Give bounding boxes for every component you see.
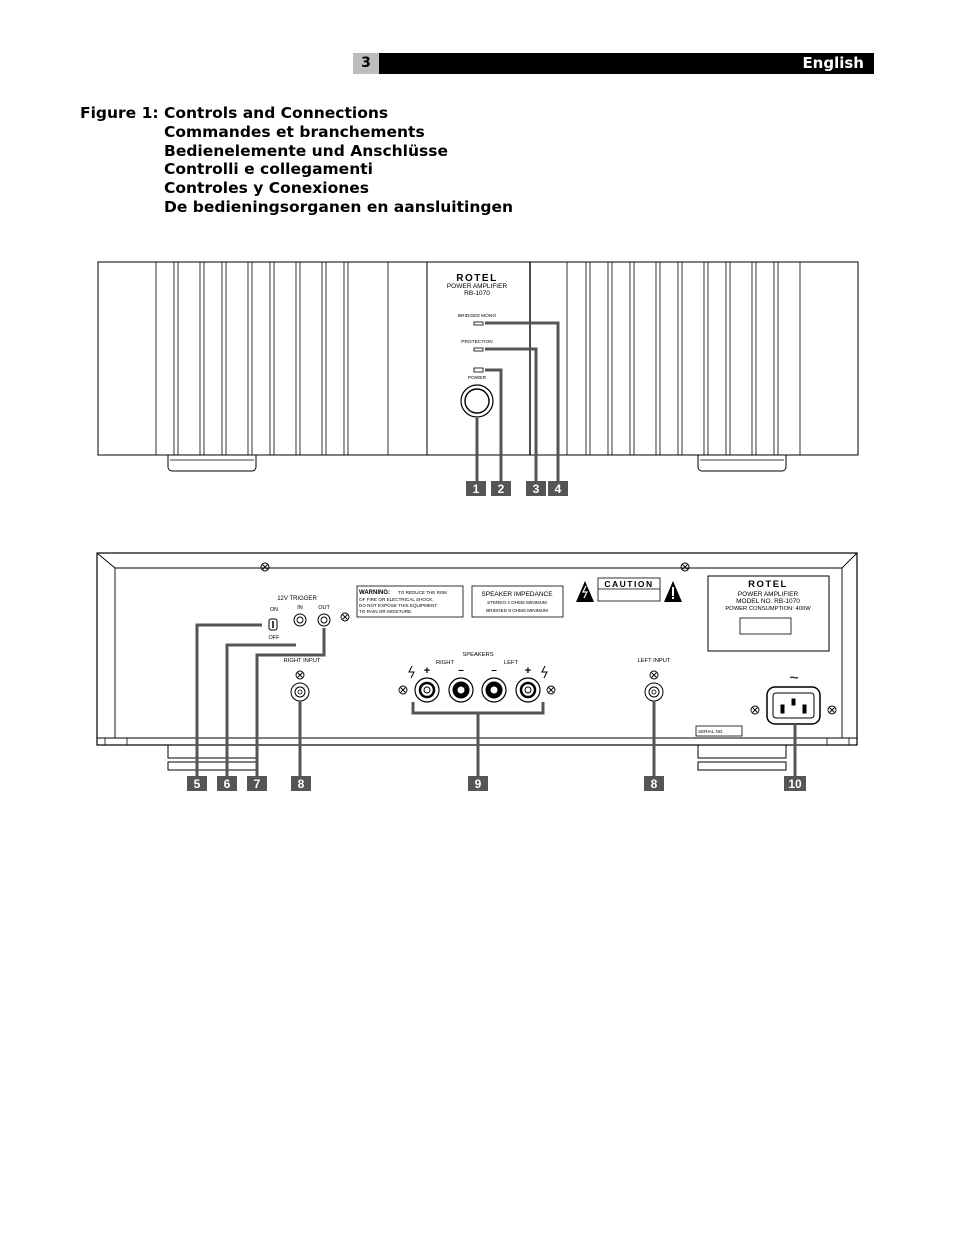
front-model-line2: RB-1070	[464, 290, 490, 297]
plus-left: +	[525, 665, 531, 677]
trigger-off-label: OFF	[269, 635, 281, 641]
ac-symbol: ~	[789, 670, 798, 687]
callout-2: 2	[498, 482, 505, 496]
bridged-led	[473, 321, 484, 326]
trigger-on-label: ON	[270, 607, 278, 613]
figure-label: Figure 1:	[80, 104, 159, 122]
warning-line1: TO REDUCE THE RISK	[398, 590, 448, 595]
callout-8-left: 8	[651, 777, 658, 791]
impedance-box	[471, 585, 564, 618]
warning-line2: OF FIRE OR ELECTRICAL SHOCK,	[359, 597, 434, 602]
label-line2: MODEL NO. RB-1070	[736, 598, 800, 605]
callout-5: 5	[194, 777, 201, 791]
speakers-label: SPEAKERS	[462, 652, 493, 658]
rear-foot-right	[697, 744, 787, 759]
serial-box	[695, 725, 743, 737]
callout-1: 1	[473, 482, 480, 496]
rear-callout-lines	[195, 623, 797, 778]
page-number: 3	[353, 53, 379, 74]
screws	[260, 562, 837, 715]
minus-right: –	[458, 665, 464, 676]
heatsink-fins	[155, 262, 801, 455]
label-line1: POWER AMPLIFIER	[738, 591, 799, 598]
trigger-out-label: OUT	[318, 605, 330, 611]
callout-9: 9	[475, 777, 482, 791]
rear-foot-left	[167, 744, 257, 759]
front-foot-left	[167, 455, 257, 472]
trigger-in-jack[interactable]	[293, 613, 307, 627]
front-callouts: 1 2 3 4	[466, 481, 568, 496]
bridged-label: BRIDGED MONO	[458, 313, 496, 319]
product-label	[707, 575, 830, 652]
trigger-out-jack[interactable]	[317, 613, 331, 627]
right-input-label: RIGHT INPUT	[284, 658, 321, 664]
serial-label: SERIAL NO.	[698, 729, 724, 734]
impedance-line1: STEREO 4 OHMS MINIMUM	[487, 600, 547, 605]
speakers-right-label: RIGHT	[436, 660, 454, 666]
figure-titles: Controls and Connections Commandes et br…	[164, 104, 513, 217]
warning-box	[356, 585, 464, 618]
speakers-left-label: LEFT	[504, 660, 519, 666]
front-panel	[97, 261, 859, 483]
figure-title-de: Bedienelemente und Anschlüsse	[164, 141, 448, 160]
callout-7: 7	[254, 777, 261, 791]
speaker-terminals[interactable]	[414, 677, 541, 703]
rear-callouts: 5 6 7 8 9 8 10	[187, 776, 806, 791]
header-bar: English	[353, 53, 874, 74]
label-line3: POWER CONSUMPTION: 400W	[725, 606, 811, 612]
callout-10: 10	[788, 777, 802, 791]
trigger-in-label: IN	[297, 605, 303, 611]
language-label: English	[802, 54, 864, 72]
label-brand: ROTEL	[748, 579, 788, 590]
figure-title-en: Controls and Connections	[164, 104, 389, 122]
protection-led	[473, 347, 484, 352]
front-brand: ROTEL	[456, 273, 497, 284]
left-input-label: LEFT INPUT	[637, 658, 671, 664]
trigger-title: 12V TRIGGER	[277, 596, 317, 602]
minus-left: –	[491, 665, 497, 676]
callout-8-right: 8	[298, 777, 305, 791]
plus-right: +	[424, 665, 430, 677]
figure-title-it: Controlli e collegamenti	[164, 160, 373, 179]
front-callout-lines	[475, 321, 560, 483]
power-button[interactable]	[460, 384, 494, 418]
right-input-jack[interactable]	[290, 682, 310, 702]
caution-box	[597, 577, 661, 602]
front-foot-right	[697, 455, 787, 472]
rear-panel	[96, 552, 858, 778]
front-model-line1: POWER AMPLIFIER	[447, 283, 508, 290]
callout-4: 4	[555, 482, 562, 496]
callout-3: 3	[533, 482, 540, 496]
figure-title-nl: De bedieningsorganen en aansluitingen	[164, 197, 514, 216]
callout-6: 6	[224, 777, 231, 791]
impedance-title: SPEAKER IMPEDANCE	[481, 591, 553, 598]
caution-text: CAUTION	[604, 579, 653, 589]
protection-label: PROTECTION	[461, 339, 493, 345]
warning-title: WARNING:	[359, 590, 390, 596]
figure-title-es: Controles y Conexiones	[164, 179, 370, 198]
trigger-switch[interactable]	[268, 618, 278, 631]
power-led	[473, 367, 484, 373]
warning-line4: TO RAIN OR MOISTURE.	[359, 609, 413, 614]
power-label: POWER	[468, 375, 487, 381]
warning-line3: DO NOT EXPOSE THIS EQUIPMENT	[359, 603, 437, 608]
left-input-jack[interactable]	[644, 682, 664, 702]
impedance-line2: BRIDGED 8 OHMS MINIMUM	[486, 608, 548, 613]
figure-title-fr: Commandes et branchements	[164, 122, 425, 141]
